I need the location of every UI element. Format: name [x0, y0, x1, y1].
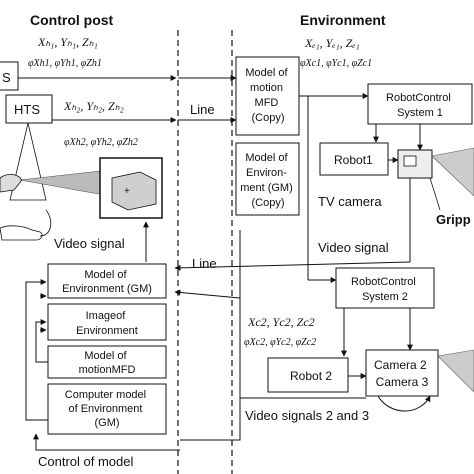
svg-text:RobotControl System 1: RobotControl System 1	[386, 92, 454, 119]
camera3-label: Camera 3	[376, 375, 429, 389]
rc2-box	[335, 267, 435, 309]
model-env-copy-box	[235, 142, 300, 216]
control-of-model-label: Control of model	[38, 454, 133, 469]
control-of-model-line	[33, 433, 180, 451]
model-env-copy-line3: ment (GM)	[240, 182, 293, 194]
s-box-label: S	[2, 70, 11, 85]
operator-hand-icon	[0, 174, 23, 193]
svg-text:Computer model of Environm: Computer model of Environment (GM)	[65, 389, 149, 429]
model-motion-copy-line2: motion	[250, 82, 283, 94]
model-env-copy-line2: Environ-	[246, 167, 287, 179]
tv-camera-label: TV camera	[318, 194, 382, 209]
rc2-line1: RobotControl	[351, 276, 416, 288]
video-to-channel-line	[174, 261, 411, 271]
s-box	[0, 61, 19, 91]
svg-text:Camera 2 Camera 3: Camera 2 Camera 3	[374, 358, 430, 389]
computer-model-line1: Computer model	[65, 389, 146, 401]
robot2-box	[267, 357, 349, 393]
image-env-box	[47, 303, 167, 341]
rc1-line2: System 1	[397, 107, 443, 119]
operator-arm-icon	[0, 225, 43, 241]
coords-c1-angles: φXc1, φYc1, φZc1	[300, 58, 372, 69]
rc1-line1: RobotControl	[386, 92, 451, 104]
svg-text:Model of motion MFD: Model of motion MFD (Copy)	[245, 67, 290, 124]
model-env-copy-line4: (Copy)	[251, 197, 284, 209]
line-label-mid: Line	[192, 256, 217, 271]
hts-box-label: HTS	[14, 102, 40, 117]
model-env-gm-line2: Environment (GM)	[62, 283, 152, 295]
coords-h1-angles: φXh1, φYh1, φZh1	[28, 58, 102, 69]
monitor-scene	[111, 171, 157, 211]
coords-h1: Xₕ₁, Yₕ₁, Zₕ₁	[37, 35, 98, 49]
svg-text:Model of Environ- ment: Model of Environ- ment (GM) (Copy)	[240, 152, 296, 209]
coords-c2: Xc2, Yc2, Zc2	[247, 315, 315, 329]
tracking-beam	[9, 122, 47, 201]
computer-model-line3: (GM)	[94, 417, 119, 429]
camera2-label: Camera 2	[374, 358, 427, 372]
gripper-label: Gripp	[436, 212, 471, 227]
model-to-channel-line	[180, 398, 241, 441]
stack-feedback-inner	[35, 319, 48, 363]
line-label-top: Line	[190, 102, 215, 117]
image-env-line1: Imageof	[86, 310, 127, 322]
robot1-box	[319, 142, 389, 176]
hts-box	[5, 94, 53, 124]
image-env-line2: Environment	[76, 325, 138, 337]
rc2-line2: System 2	[362, 291, 408, 303]
video-signal-left-label: Video signal	[54, 236, 125, 251]
camera-rotation-arrow	[377, 395, 431, 412]
svg-text:Model of motionMFD: Model of motionMFD	[79, 350, 136, 376]
svg-text:Imageof Environment: Imageof Environment	[76, 310, 138, 337]
camera23-box	[365, 349, 439, 397]
pointing-beam	[19, 169, 111, 197]
control-post-header: Control post	[30, 12, 114, 28]
cable-line	[39, 209, 52, 237]
monitor-marker: +	[124, 186, 130, 197]
computer-model-line2: of Environment	[68, 403, 142, 415]
video23-to-model-line	[174, 289, 241, 299]
gripper-pointer	[429, 177, 441, 211]
svg-text:Model of Environment (GM): Model of Environment (GM)	[62, 269, 152, 295]
model-motion-copy-line1: Model of	[245, 67, 288, 79]
gripper-beam	[431, 147, 474, 197]
tv-camera-lens	[403, 155, 417, 167]
coords-h2-angles: φXh2, φYh2, φZh2	[64, 137, 138, 148]
coords-c1: Xₑ₁, Yₑ₁, Zₑ₁	[304, 36, 360, 50]
environment-header: Environment	[300, 12, 386, 28]
coords-h2: Xₕ₂, Yₕ₂, Zₕ₂	[63, 99, 124, 113]
coords-c2-angles: φXc2, φYc2, φZc2	[244, 337, 316, 348]
svg-text:RobotControl System 2: RobotControl System 2	[351, 276, 419, 303]
rc1-box	[367, 83, 473, 125]
model-motion-copy-line3: MFD	[255, 97, 279, 109]
robot2-label: Robot 2	[290, 369, 332, 383]
computer-model-box	[47, 383, 167, 435]
model-env-gm-box	[47, 263, 167, 299]
robot1-label: Robot1	[334, 153, 373, 167]
model-env-copy-line1: Model of	[245, 152, 288, 164]
stack-feedback-outer	[25, 279, 48, 421]
model-motion-mfd-line2: motionMFD	[79, 364, 136, 376]
model-motion-copy-line4: (Copy)	[251, 112, 284, 124]
model-env-gm-line1: Model of	[84, 269, 127, 281]
video-signal-right-label: Video signal	[318, 240, 389, 255]
video-signals-23-label: Video signals 2 and 3	[245, 408, 369, 423]
camera23-beam	[437, 349, 474, 393]
model-motion-mfd-line1: Model of	[84, 350, 127, 362]
